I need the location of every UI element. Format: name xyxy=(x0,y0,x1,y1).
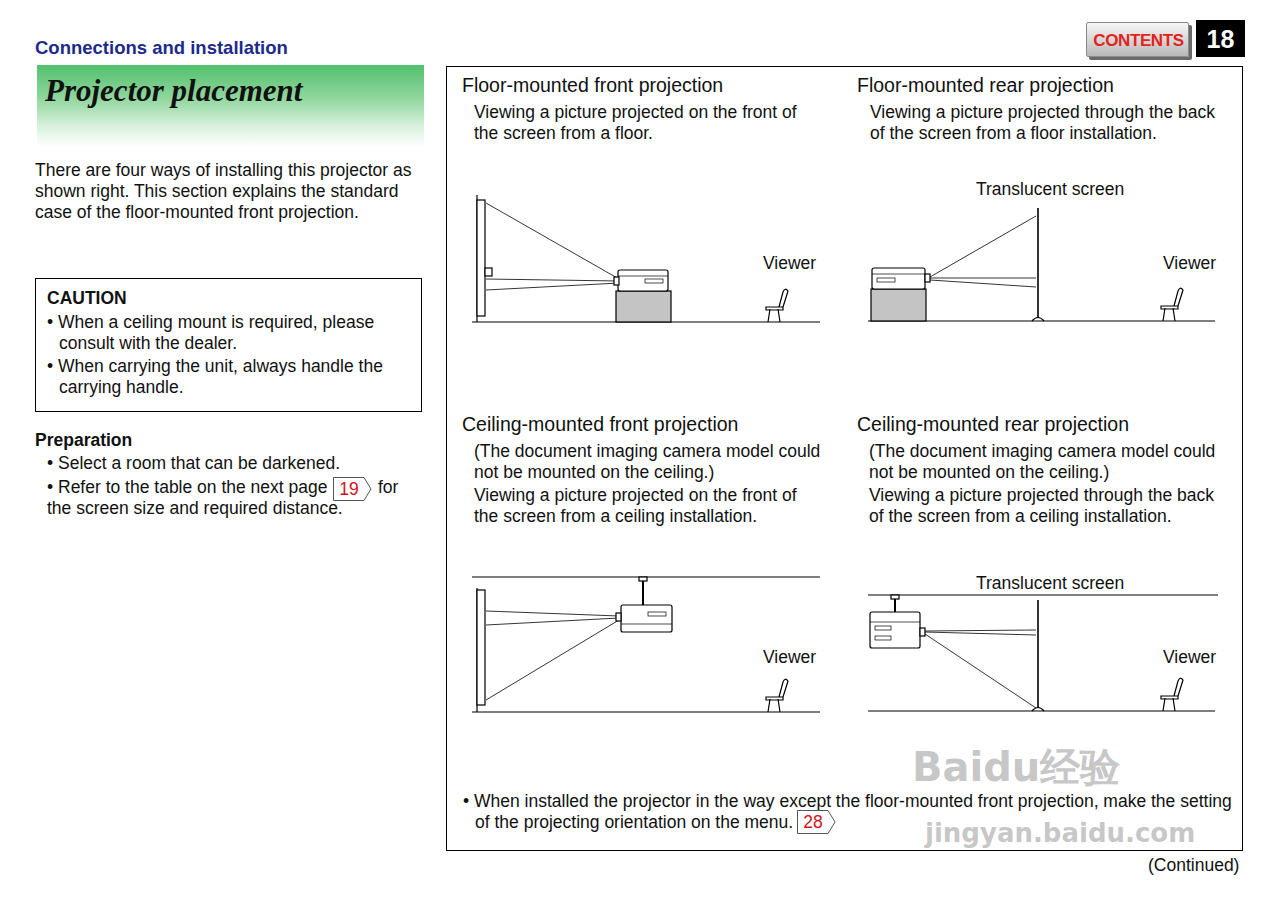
projector xyxy=(618,270,668,291)
screen xyxy=(477,200,485,316)
viewer-chair xyxy=(766,679,788,712)
page-ref: 19 xyxy=(333,477,372,501)
page-ref-outline xyxy=(334,478,372,501)
figure-description: Viewing a picture projected on the front… xyxy=(474,102,824,144)
translucent-screen xyxy=(1037,208,1039,318)
bullet-text: for the screen size and required distanc… xyxy=(47,477,417,519)
beam-line xyxy=(486,618,619,625)
projector-detail xyxy=(875,636,891,640)
projector-detail xyxy=(875,626,891,630)
caution-text: • When carrying the unit, always handle … xyxy=(47,356,409,398)
figure-heading: Floor-mounted front projection xyxy=(462,74,723,96)
continued-note: (Continued) xyxy=(1148,855,1239,876)
beam-line xyxy=(925,634,1036,708)
caution-text: • When a ceiling mount is required, plea… xyxy=(47,312,409,354)
page-ref-number: 19 xyxy=(339,479,358,499)
page-title: Projector placement xyxy=(45,73,302,109)
ceiling-mount xyxy=(639,577,647,581)
beam-line xyxy=(925,632,1036,635)
beam-line xyxy=(486,203,619,279)
projector-lens xyxy=(920,628,925,636)
projector-lens xyxy=(614,277,619,285)
section-heading: Connections and installation xyxy=(35,37,288,59)
page-ref-outline xyxy=(798,811,836,834)
viewer-label: Viewer xyxy=(763,253,816,274)
projector-stand xyxy=(871,289,926,321)
translucent-screen xyxy=(1037,600,1039,708)
figure-heading: Ceiling-mounted rear projection xyxy=(857,413,1129,435)
viewer-chair xyxy=(1161,288,1183,321)
figure-note: (The document imaging camera model could… xyxy=(474,441,824,483)
viewer-chair xyxy=(1161,678,1183,711)
caution-box: CAUTION • When a ceiling mount is require… xyxy=(35,278,422,412)
ceiling-mount xyxy=(894,599,896,612)
bullet-text: • Refer to the table on the next page xyxy=(47,477,328,498)
ceiling-front-figure xyxy=(472,577,820,712)
figure-panel: Floor-mounted front projectionViewing a … xyxy=(446,66,1243,851)
page-number-text: 18 xyxy=(1207,25,1235,53)
ceiling-rear-figure xyxy=(868,595,1218,711)
projector-detail xyxy=(621,624,672,625)
watermark: jingyan.baidu.com xyxy=(925,818,1195,848)
beam-line xyxy=(930,280,1036,287)
page-ref-number: 28 xyxy=(803,812,822,832)
projector-detail xyxy=(877,278,895,282)
page-ref: 28 xyxy=(797,810,836,834)
viewer-label: Viewer xyxy=(763,647,816,668)
contents-button: CONTENTS xyxy=(1086,22,1189,57)
viewer-label: Viewer xyxy=(1163,253,1216,274)
beam-line xyxy=(486,611,619,616)
projector-detail xyxy=(645,279,663,283)
page-number: 18 xyxy=(1196,20,1245,57)
beam-line xyxy=(930,216,1036,277)
title-band: Projector placement xyxy=(37,65,424,147)
figure-heading: Ceiling-mounted front projection xyxy=(462,413,738,435)
projector-detail xyxy=(872,274,925,275)
caution-heading: CAUTION xyxy=(47,288,127,309)
figure-description: Viewing a picture projected on the front… xyxy=(474,485,824,527)
projector xyxy=(621,605,672,632)
beam-line xyxy=(486,620,619,700)
subheading: Preparation xyxy=(35,430,132,451)
screen-label: Translucent screen xyxy=(976,179,1124,200)
screen xyxy=(477,590,485,705)
projector-detail xyxy=(870,622,920,623)
projector-detail xyxy=(648,612,666,616)
intro-text: There are four ways of installing this p… xyxy=(35,160,415,223)
projector xyxy=(870,612,920,648)
viewer-label: Viewer xyxy=(1163,647,1216,668)
beam-line xyxy=(930,278,1036,279)
figure-note: (The document imaging camera model could… xyxy=(869,441,1219,483)
figure-description: Viewing a picture projected through the … xyxy=(869,485,1219,527)
screen-foot xyxy=(1032,708,1044,712)
projector-detail xyxy=(618,276,668,277)
screen-mark xyxy=(485,268,492,276)
bullet-text: • Select a room that can be darkened. xyxy=(47,453,417,474)
ceiling-mount xyxy=(891,595,899,599)
beam-line xyxy=(486,283,619,290)
screen-foot xyxy=(1032,318,1044,322)
floor-rear-figure xyxy=(868,208,1215,321)
screen-label: Translucent screen xyxy=(976,573,1124,594)
viewer-chair xyxy=(766,289,788,322)
projector-lens xyxy=(925,274,930,282)
figure-description: Viewing a picture projected through the … xyxy=(870,102,1220,144)
figure-heading: Floor-mounted rear projection xyxy=(857,74,1114,96)
floor-front-figure xyxy=(472,195,820,322)
button-label: CONTENTS xyxy=(1093,31,1183,51)
watermark: Baidu经验 xyxy=(912,745,1120,789)
projector-lens xyxy=(616,613,621,621)
ceiling-line xyxy=(868,594,1218,595)
projector-stand xyxy=(616,291,671,322)
projector xyxy=(872,268,925,289)
ceiling-mount xyxy=(642,581,644,605)
beam-line xyxy=(486,279,619,281)
beam-line xyxy=(925,630,1036,631)
